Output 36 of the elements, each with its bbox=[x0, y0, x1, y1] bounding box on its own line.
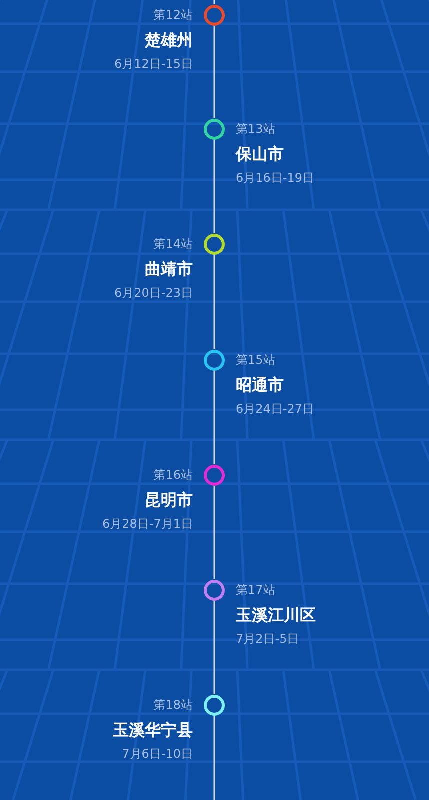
city-name: 曲靖市 bbox=[145, 259, 193, 279]
timeline-line bbox=[214, 716, 216, 800]
date-range: 6月20日-23日 bbox=[114, 286, 193, 300]
timeline-line bbox=[214, 140, 216, 234]
date-range: 6月16日-19日 bbox=[236, 170, 315, 186]
date-range: 6月28日-7月1日 bbox=[102, 516, 193, 532]
city-name: 楚雄州 bbox=[145, 30, 193, 50]
ring-icon bbox=[204, 464, 225, 486]
station-label: 第13站 bbox=[236, 122, 276, 136]
station-label: 第14站 bbox=[154, 236, 193, 252]
date-range: 6月24日-27日 bbox=[236, 402, 315, 416]
city-name: 玉溪华宁县 bbox=[113, 720, 193, 740]
station-label: 第15站 bbox=[236, 352, 276, 368]
date-range: 7月2日-5日 bbox=[236, 632, 300, 646]
date-range: 7月6日-10日 bbox=[122, 746, 193, 762]
timeline-line bbox=[214, 370, 216, 464]
ring-icon bbox=[204, 4, 225, 26]
ring-icon bbox=[204, 118, 225, 140]
ring-icon bbox=[204, 234, 225, 254]
city-name: 保山市 bbox=[236, 144, 284, 164]
timeline-line bbox=[214, 254, 216, 350]
timeline-line bbox=[214, 26, 216, 118]
station-label: 第16站 bbox=[154, 468, 193, 482]
station-label: 第17站 bbox=[236, 582, 276, 598]
timeline-line bbox=[214, 486, 216, 580]
city-name: 昭通市 bbox=[236, 375, 284, 395]
city-name: 玉溪江川区 bbox=[236, 605, 316, 625]
ring-icon bbox=[204, 694, 225, 716]
station-label: 第12站 bbox=[154, 8, 193, 22]
ring-icon bbox=[204, 580, 225, 600]
date-range: 6月12日-15日 bbox=[114, 56, 193, 72]
timeline-line bbox=[214, 0, 216, 4]
ring-icon bbox=[204, 350, 225, 370]
station-label: 第18站 bbox=[154, 698, 193, 712]
city-name: 昆明市 bbox=[145, 490, 193, 510]
timeline-line bbox=[214, 600, 216, 694]
